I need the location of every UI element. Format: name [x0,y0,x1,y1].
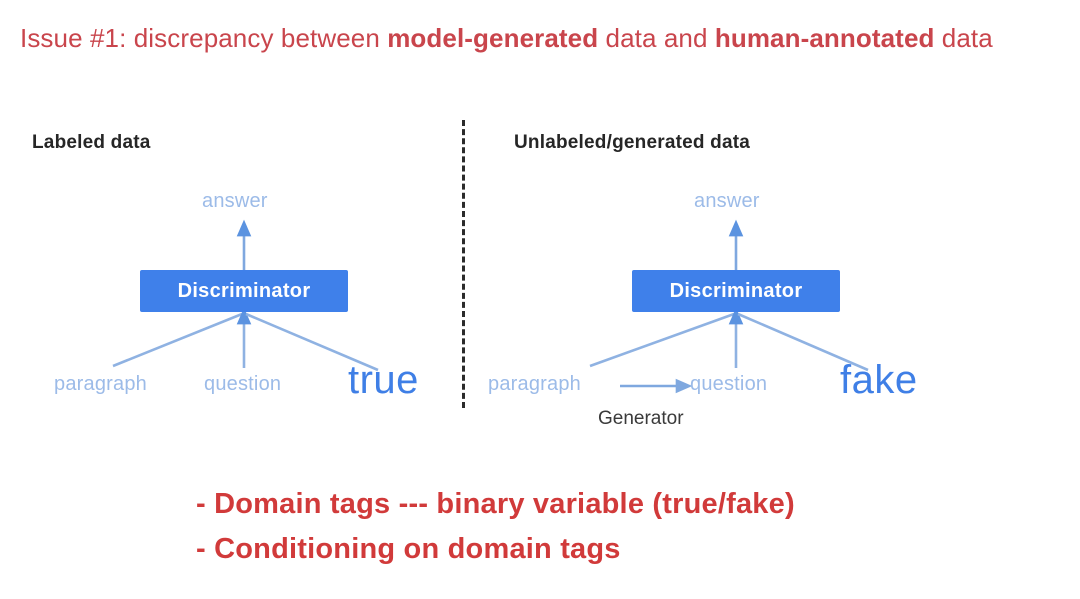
discriminator-box-left[interactable]: Discriminator [140,270,348,312]
bullet-item-1: - Domain tags --- binary variable (true/… [196,488,795,520]
verdict-fake: fake [840,358,918,402]
verdict-true: true [348,358,419,402]
panel-heading-labeled: Labeled data [32,132,151,153]
panel-labeled-data: Labeled data answer Discriminator paragr… [0,118,460,418]
bullet-item-2: - Conditioning on domain tags [196,533,621,565]
panel-unlabeled-generated-data: Unlabeled/generated data answer Discr [468,118,1080,429]
node-label-paragraph-right: paragraph [488,373,581,395]
panel-divider [462,120,465,408]
title-bold-model-generated: model-generated [387,23,599,53]
edge-paragraph-to-box [589,312,735,368]
node-label-answer-right: answer [694,190,760,212]
node-label-answer-left: answer [202,190,268,212]
title-prefix: Issue #1: discrepancy between [20,23,388,53]
title-suffix: data [934,23,993,53]
node-label-question-left: question [204,373,282,395]
discriminator-box-right[interactable]: Discriminator [632,270,840,312]
panel-heading-unlabeled: Unlabeled/generated data [514,132,751,153]
node-label-question-right: question [690,373,768,395]
title-bold-human-annotated: human-annotated [714,23,935,53]
node-label-paragraph-left: paragraph [54,373,147,395]
generator-label: Generator [598,408,684,429]
page-title: Issue #1: discrepancy between model-gene… [20,20,1066,56]
edge-paragraph-to-box [112,312,243,368]
title-middle: data and [598,23,715,53]
bullet-list: - Domain tags --- binary variable (true/… [196,482,996,572]
